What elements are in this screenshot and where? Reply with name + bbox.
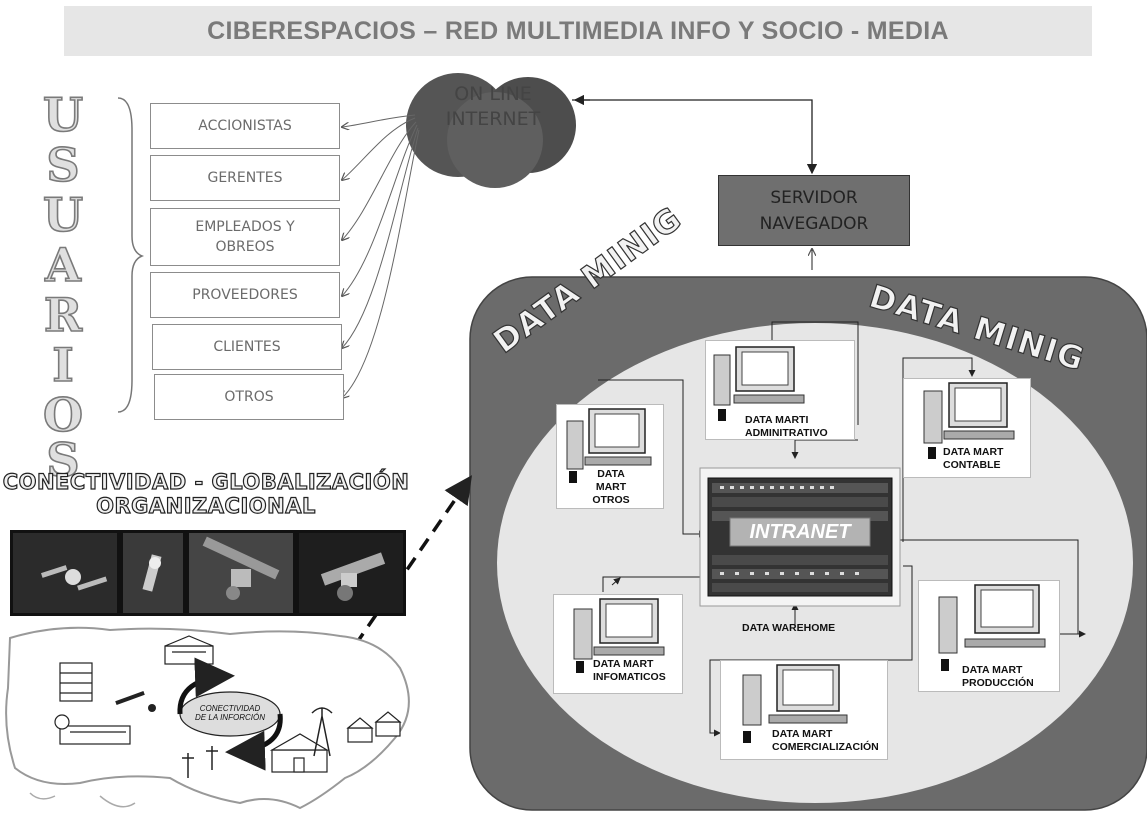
usuarios-letter: S (46, 433, 81, 487)
usuarios-letter: A (44, 238, 81, 292)
intranet-label: INTRANET (749, 520, 851, 543)
usuarios-letter: U (42, 88, 84, 142)
satellite-image-strip (10, 530, 406, 616)
cloud-line-1: ON LINE (454, 83, 532, 105)
connectivity-hub-label: CONECTIVIDAD DE LA INFORCIÓN (188, 704, 272, 722)
server-box: SERVIDOR NAVEGADOR (718, 175, 910, 246)
diagram-title: CIBERESPACIOS – RED MULTIMEDIA INFO Y SO… (64, 6, 1092, 56)
server-line-1: SERVIDOR (770, 187, 858, 208)
satellite-image (12, 532, 118, 614)
conectividad-line-1: CONECTIVIDAD - GLOBALIZACIÓN (2, 469, 410, 494)
usuarios-vertical-label: U S U A R I O S (38, 88, 98, 484)
conectividad-title: CONECTIVIDAD - GLOBALIZACIÓN ORGANIZACIO… (0, 469, 412, 518)
cloud-server-connector (572, 99, 818, 175)
hub-line-1: CONECTIVIDAD (199, 704, 261, 713)
cloud-to-users-arrows (342, 114, 420, 398)
internet-cloud (406, 73, 576, 188)
house-icon (269, 733, 330, 773)
house-icon (346, 711, 402, 743)
user-box-otros: OTROS (154, 374, 344, 420)
network-connections (598, 321, 1086, 737)
pole-icon (182, 746, 218, 778)
building-icon (54, 714, 131, 745)
user-box-clientes: CLIENTES (152, 324, 342, 370)
satellite-icon (115, 690, 156, 712)
user-box-empleados: EMPLEADOS Y OBREOS (150, 208, 340, 266)
usuarios-letter: S (46, 138, 81, 192)
satellite-image (188, 532, 294, 614)
computer-icon (720, 660, 888, 760)
usuarios-letter: I (51, 338, 74, 392)
user-box-accionistas: ACCIONISTAS (150, 103, 340, 149)
computer-icon (556, 404, 664, 509)
connectivity-map: CONECTIVIDAD DE LA INFORCIÓN (0, 618, 470, 816)
user-box-proveedores: PROVEEDORES (150, 272, 340, 318)
hub-line-2: DE LA INFORCIÓN (195, 713, 265, 722)
computer-icon (918, 580, 1060, 692)
computer-icon (903, 378, 1031, 478)
users-brace (117, 97, 145, 413)
user-box-gerentes: GERENTES (150, 155, 340, 201)
map-drawing (5, 626, 410, 810)
usuarios-letter: R (43, 288, 83, 342)
server-line-2: NAVEGADOR (759, 213, 869, 234)
cloud-line-2: INTERNET (445, 108, 541, 130)
tower-icon (311, 707, 333, 757)
usuarios-letter: O (42, 388, 84, 442)
usuarios-letter: U (42, 188, 84, 242)
internet-cloud-label: ON LINE INTERNET (418, 82, 568, 132)
conectividad-line-2: ORGANIZACIONAL (96, 493, 316, 518)
warehouse-label: DATA WAREHOME (742, 622, 836, 634)
building-icon (59, 662, 93, 702)
computer-icon (553, 594, 683, 694)
computer-icon (705, 340, 855, 440)
satellite-image (122, 532, 184, 614)
satellite-image (298, 532, 404, 614)
intranet-rack (699, 467, 901, 607)
